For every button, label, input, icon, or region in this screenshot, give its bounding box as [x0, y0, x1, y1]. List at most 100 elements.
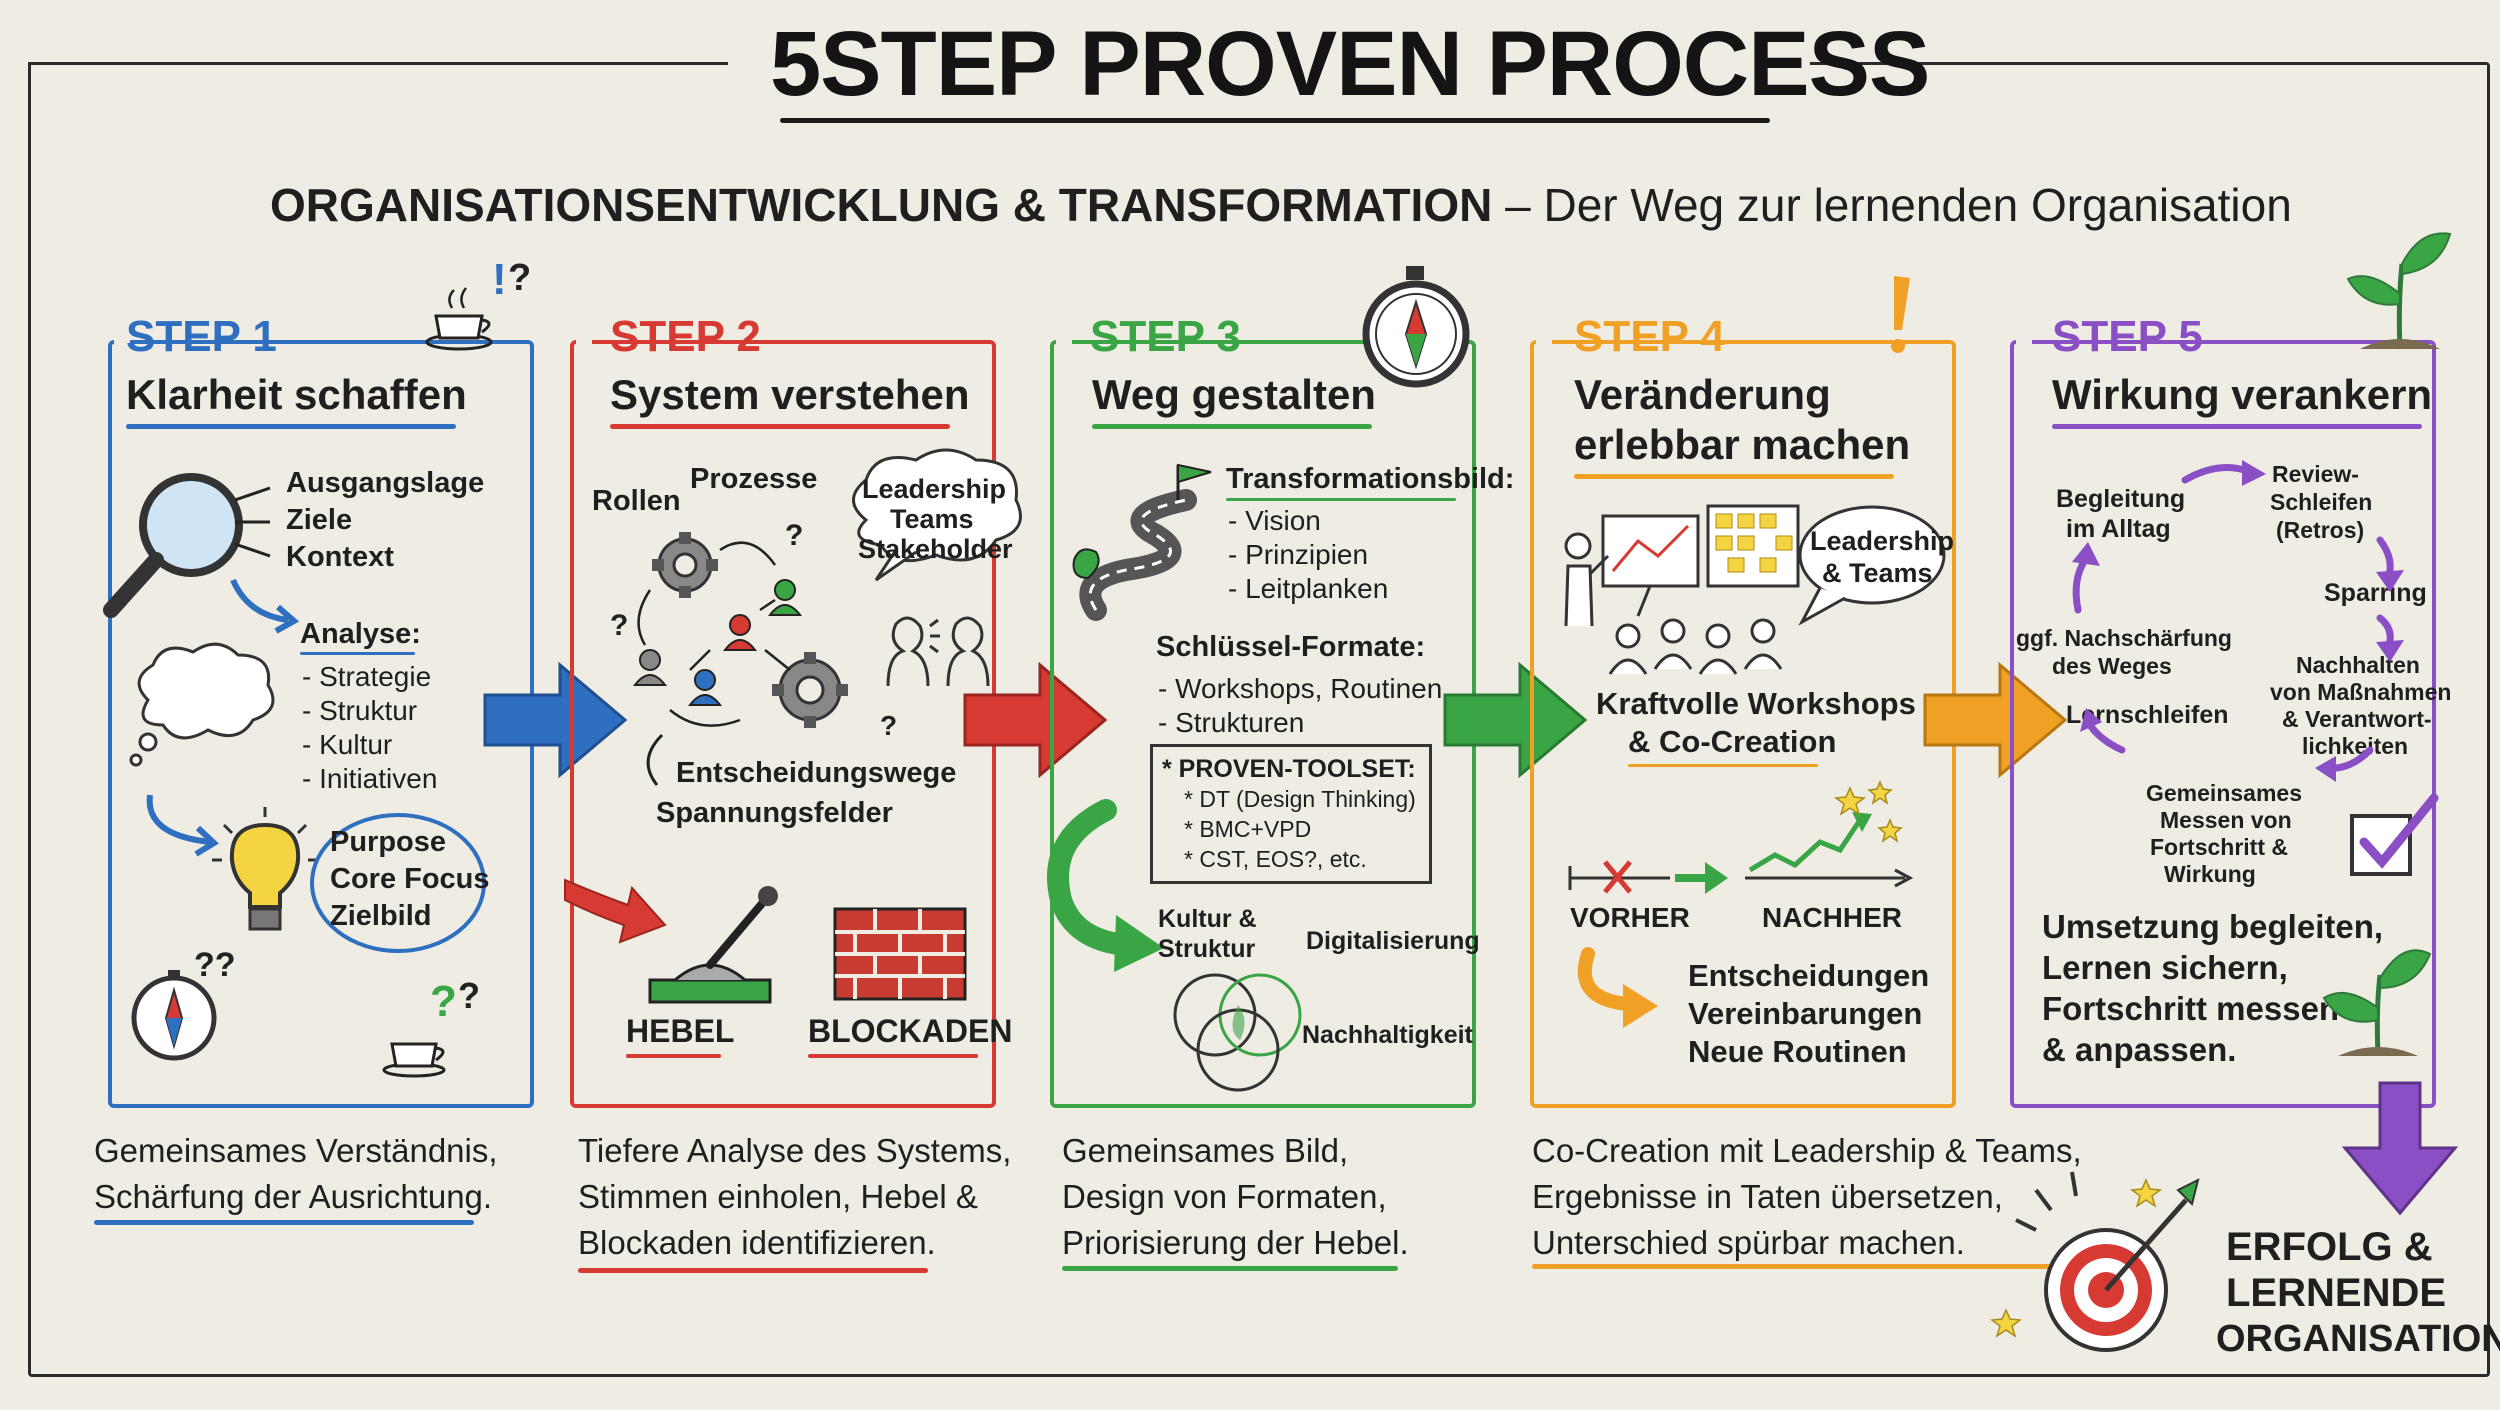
step3-bild-title: Transformationsbild: [1226, 463, 1515, 495]
step3-toolset-0: * DT (Design Thinking) [1184, 786, 1416, 812]
step4-workshops-1: & Co-Creation [1628, 724, 1837, 759]
subtitle-rest: – Der Weg zur lernenden Organisation [1492, 179, 2292, 231]
speech-bubble [1798, 505, 1946, 626]
step3-formate-1: - Strukturen [1158, 707, 1305, 738]
step4-bubble-1: & Teams [1822, 558, 1933, 588]
purpose-circle [310, 813, 486, 953]
step1-caption-line1: Schärfung der Ausrichtung. [94, 1178, 493, 1215]
svg-text:?: ? [430, 977, 457, 1026]
step5-nachhalten-2: & Verantwort- [2282, 706, 2432, 732]
step1-purpose-2: Zielbild [330, 900, 432, 932]
step1-item-2: Kontext [286, 541, 394, 573]
people-silhouettes-icon [886, 616, 990, 687]
step5-summary-2: Fortschritt messen [2042, 990, 2340, 1027]
step4-heading-1: erlebbar machen [1574, 421, 1911, 468]
step1-analyse-3: - Initiativen [302, 763, 438, 794]
step5-nachhalten-1: von Maßnahmen [2270, 679, 2452, 705]
red-arrow-down-icon [564, 878, 667, 944]
stakeholder-cloud [852, 448, 1022, 582]
step2-caption-line2: Blockaden identifizieren. [578, 1224, 936, 1261]
step5-review-0: Review- [2272, 461, 2359, 487]
svg-text:?: ? [880, 710, 897, 741]
step4-bubble-0: Leadership [1810, 526, 1955, 556]
step3-formate-0: - Workshops, Routinen [1158, 673, 1443, 704]
compass-icon-small [131, 970, 217, 1061]
step2-heading-underline [610, 424, 950, 429]
vorher-nachher-icon [1568, 780, 1914, 894]
step2-caption-underline [578, 1268, 928, 1273]
step5-summary-1: Lernen sichern, [2042, 949, 2288, 986]
step1-caption-line0: Gemeinsames Verständnis, [94, 1132, 498, 1169]
step3-heading-underline [1092, 424, 1372, 429]
step4-caption: Co-Creation mit Leadership & Teams, Erge… [1532, 1128, 2082, 1266]
step5-nachhalten-0: Nachhalten [2296, 652, 2420, 678]
step3-venn-3: Nachhaltigkeit [1302, 1021, 1473, 1049]
step5-erfolg-2: ORGANISATION [2216, 1318, 2500, 1360]
step1-item-1: Ziele [286, 504, 353, 536]
step2-heading: System verstehen [610, 371, 970, 418]
road-icon [1072, 463, 1212, 621]
step3-venn-1: Struktur [1158, 935, 1256, 963]
step4-heading-underline [1574, 474, 1894, 479]
lever-icon [648, 886, 778, 1004]
workshop-icon [1564, 504, 1800, 675]
cup-icon-small [382, 1042, 446, 1078]
step1-analyse-2: - Kultur [302, 729, 393, 760]
frame-top-left-line [28, 62, 728, 65]
checkbox-icon [2350, 793, 2439, 876]
step5-sparring: Sparring [2324, 579, 2427, 607]
step5-erfolg-0: ERFOLG & [2226, 1225, 2433, 1269]
step3-bild-1: - Prinzipien [1228, 539, 1369, 570]
step5-summary-3: & anpassen. [2042, 1031, 2237, 1068]
step4-caption-line0: Co-Creation mit Leadership & Teams, [1532, 1132, 2082, 1169]
brick-wall-icon [833, 907, 967, 1001]
venn-diagram [1173, 973, 1302, 1092]
step1-analyse-0: - Strategie [302, 661, 432, 692]
step3-caption-line1: Design von Formaten, [1062, 1178, 1387, 1215]
down-arrow-icon [146, 794, 219, 857]
step4-nachher: NACHHER [1762, 902, 1902, 933]
step2-rollen: Rollen [592, 485, 681, 517]
step1-analyse-title: Analyse: [300, 618, 421, 650]
target-icon [1990, 1171, 2200, 1352]
blockaden-underline [808, 1054, 978, 1058]
title-underline [780, 118, 1770, 123]
toolset-box [1150, 744, 1432, 884]
magnifier-icon [103, 473, 243, 618]
step4-caption-line2: Unterschied spürbar machen. [1532, 1224, 1965, 1261]
bild-underline [1226, 498, 1456, 501]
step3-venn-0: Kultur & [1158, 905, 1257, 933]
step1-item-0: Ausgangslage [286, 467, 485, 499]
step5-messen-2: Fortschritt & [2150, 834, 2288, 860]
svg-text:!: ! [492, 255, 507, 304]
step3-venn-2: Digitalisierung [1306, 927, 1480, 955]
step2-cloud-0: Leadership [862, 474, 1007, 504]
step3-heading: Weg gestalten [1092, 371, 1376, 418]
step1-purpose-0: Purpose [330, 826, 447, 858]
step1-analyse-1: - Struktur [302, 695, 418, 726]
lightbulb-icon [212, 807, 318, 931]
step5-nachhalten-3: lichkeiten [2302, 733, 2409, 759]
step4-vorher: VORHER [1570, 902, 1690, 933]
step3-toolset-title: * PROVEN-TOOLSET: [1162, 755, 1416, 783]
orange-curved-arrow-icon [1577, 947, 1658, 1028]
step5-begleitung-1: im Alltag [2066, 515, 2171, 543]
svg-text:?: ? [458, 975, 480, 1016]
outer-frame [28, 62, 2490, 1377]
step2-caption: Tiefere Analyse des Systems, Stimmen ein… [578, 1128, 1011, 1266]
step5-nachschaerfung-0: ggf. Nachschärfung [2016, 625, 2232, 651]
svg-text:?: ? [785, 519, 803, 552]
step3-caption: Gemeinsames Bild, Design von Formaten, P… [1062, 1128, 1409, 1266]
step5-messen-3: Wirkung [2164, 861, 2256, 887]
step4-workshops-0: Kraftvolle Workshops [1596, 686, 1916, 721]
step2-hebel: HEBEL [626, 1013, 735, 1049]
step2-cloud-2: Stakeholder [858, 534, 1013, 564]
arrow-step4-to-step5 [1923, 661, 2068, 779]
svg-text:?: ? [508, 257, 531, 299]
step3-formate-title: Schlüssel-Formate: [1156, 631, 1426, 663]
arrows-lines [646, 733, 664, 786]
arrow-step3-to-step4 [1443, 661, 1588, 779]
step2-cloud-1: Teams [890, 504, 974, 534]
step4-result-1: Vereinbarungen [1688, 996, 1923, 1031]
exclamation-icon [1891, 276, 1910, 353]
